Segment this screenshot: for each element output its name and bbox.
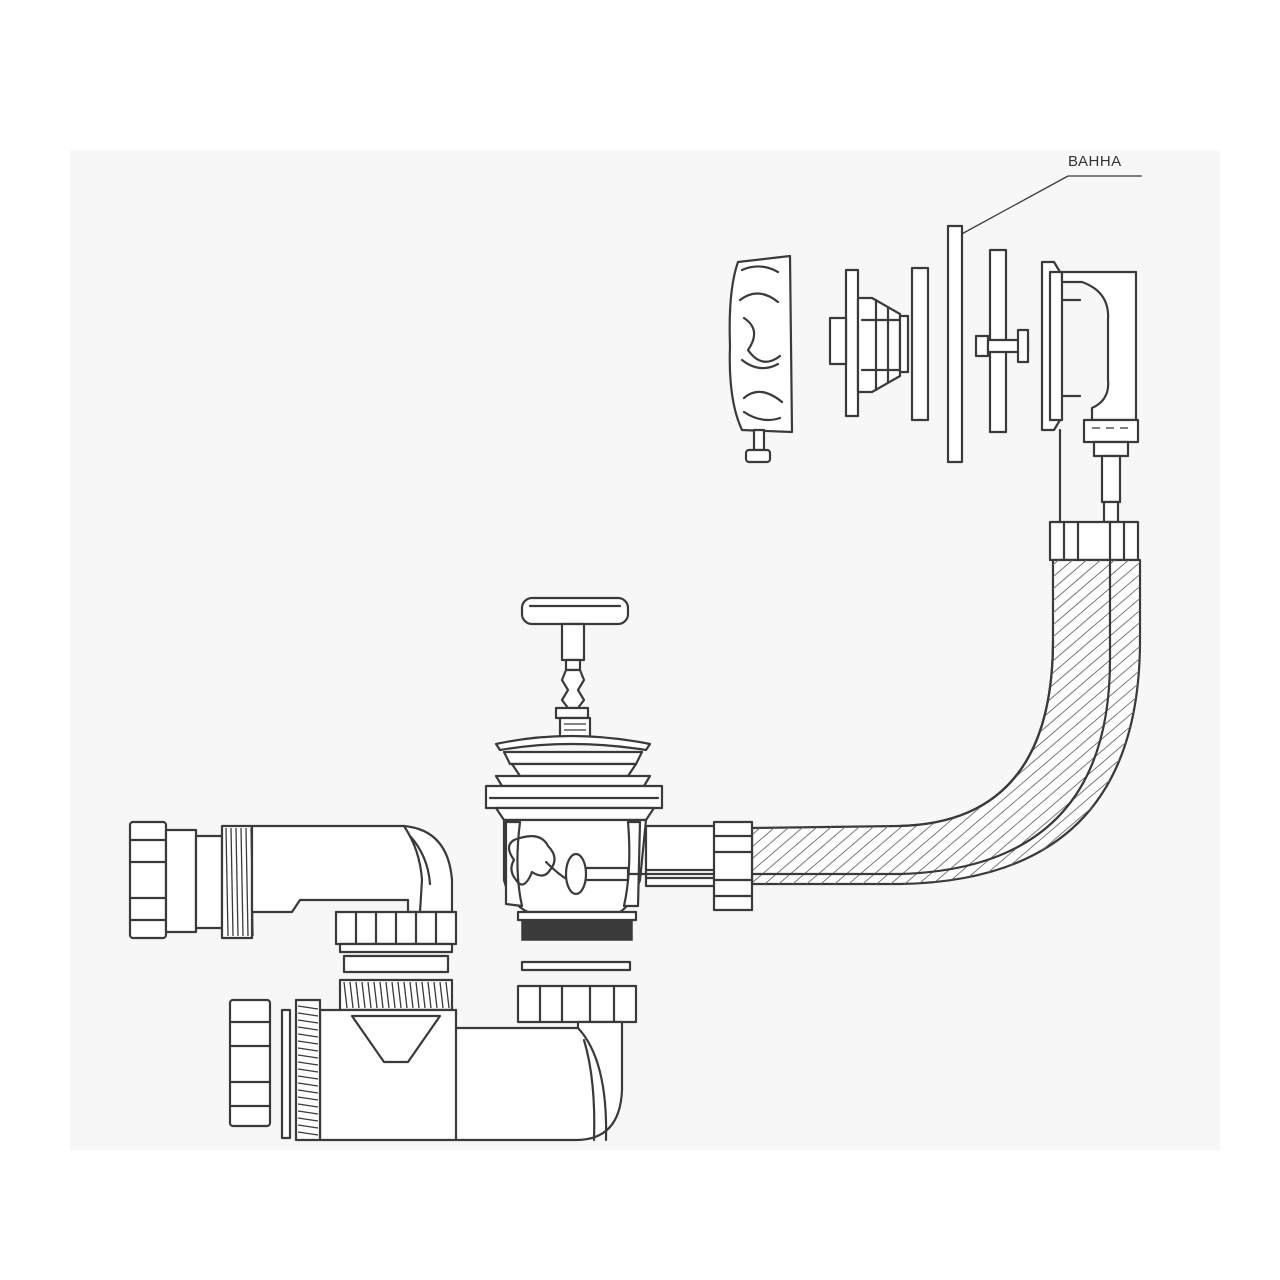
hatch-stroke bbox=[397, 981, 402, 1009]
popup-plug bbox=[520, 596, 630, 740]
hatch-stroke bbox=[297, 1124, 319, 1129]
hatch-stroke bbox=[245, 827, 249, 937]
overflow-assembly bbox=[728, 224, 1140, 562]
drain-body bbox=[502, 818, 722, 941]
hatch-stroke bbox=[445, 981, 450, 1009]
hatch-stroke bbox=[403, 981, 408, 1009]
hatch-stroke bbox=[427, 981, 432, 1009]
bath-wall-section bbox=[946, 224, 964, 464]
trap-outlet-spigot bbox=[294, 998, 322, 1142]
hatch-stroke bbox=[421, 981, 426, 1009]
trap-threads bbox=[343, 981, 450, 1009]
trap-outlet-washer bbox=[280, 1008, 292, 1140]
hatch-stroke bbox=[843, 560, 1140, 884]
hatch-stroke bbox=[955, 560, 1140, 884]
drain-seal-ring bbox=[520, 960, 632, 972]
hatch-stroke bbox=[913, 560, 1140, 884]
hatch-stroke bbox=[297, 1061, 319, 1066]
hatch-stroke bbox=[983, 560, 1140, 884]
overflow-cover-cap bbox=[728, 254, 794, 464]
hatch-stroke bbox=[391, 981, 396, 1009]
hatch-stroke bbox=[297, 1047, 319, 1052]
hatch-stroke bbox=[899, 560, 1140, 884]
drain-lower-nut bbox=[516, 984, 638, 1024]
hatch-stroke bbox=[439, 981, 444, 1009]
hatch-stroke bbox=[297, 1117, 319, 1122]
hatch-stroke bbox=[857, 560, 1140, 884]
hatch-stroke bbox=[225, 827, 229, 937]
hatch-stroke bbox=[433, 981, 438, 1009]
hatch-stroke bbox=[297, 1068, 319, 1073]
hatch-stroke bbox=[871, 560, 1140, 884]
elbow-seal-ring bbox=[342, 954, 450, 974]
hatch-stroke bbox=[297, 1082, 319, 1087]
elbow-lower-nut bbox=[334, 910, 458, 954]
hatch-stroke bbox=[385, 981, 390, 1009]
overflow-union-nut bbox=[1048, 520, 1140, 562]
hatch-stroke bbox=[235, 827, 239, 937]
hatch-stroke bbox=[240, 827, 244, 937]
hatch-stroke bbox=[297, 1131, 319, 1136]
hatch-stroke bbox=[367, 981, 372, 1009]
hatch-stroke bbox=[297, 1103, 319, 1108]
hatch-stroke bbox=[297, 1075, 319, 1080]
hatch-stroke bbox=[297, 1026, 319, 1031]
hatch-stroke bbox=[297, 1054, 319, 1059]
hose-connector-nut bbox=[712, 820, 754, 912]
hatch-stroke bbox=[297, 1012, 319, 1017]
hatch-stroke bbox=[373, 981, 378, 1009]
hatch-stroke bbox=[941, 560, 1140, 884]
hatch-stroke bbox=[379, 981, 384, 1009]
hatch-stroke bbox=[409, 981, 414, 1009]
overflow-gasket bbox=[910, 266, 930, 422]
trap-body bbox=[318, 978, 624, 1142]
overflow-screw bbox=[974, 328, 1030, 364]
hatch-stroke bbox=[297, 1033, 319, 1038]
overflow-spider-fitting bbox=[828, 268, 910, 418]
bath-callout: ВАННА bbox=[957, 153, 1142, 237]
hatch-stroke bbox=[1250, 540, 1280, 900]
backdrop-panel bbox=[70, 150, 1220, 1150]
hatch-stroke bbox=[297, 1110, 319, 1115]
hatch-stroke bbox=[885, 560, 1140, 884]
hatch-stroke bbox=[297, 1005, 319, 1010]
outlet-elbow-upper bbox=[128, 820, 454, 940]
bath-label: ВАННА bbox=[1068, 153, 1122, 170]
hatch-stroke bbox=[343, 981, 348, 1009]
bath-leader-diagonal bbox=[957, 175, 1069, 237]
hatch-stroke bbox=[349, 981, 354, 1009]
hatch-stroke bbox=[297, 1019, 319, 1024]
hatch-stroke bbox=[1222, 540, 1280, 900]
hatch-stroke bbox=[969, 560, 1140, 884]
hatch-stroke bbox=[297, 1096, 319, 1101]
hatch-stroke bbox=[415, 981, 420, 1009]
hatch-stroke bbox=[297, 1040, 319, 1045]
hatch-stroke bbox=[1236, 540, 1280, 900]
hatch-stroke bbox=[1264, 540, 1280, 900]
overflow-body bbox=[1040, 260, 1140, 526]
trap-outlet-nut bbox=[228, 998, 272, 1128]
drain-flange bbox=[484, 734, 664, 822]
hatch-stroke bbox=[355, 981, 360, 1009]
hatch-stroke bbox=[297, 1089, 319, 1094]
hatch-stroke bbox=[361, 981, 366, 1009]
hatch-stroke bbox=[230, 827, 234, 937]
